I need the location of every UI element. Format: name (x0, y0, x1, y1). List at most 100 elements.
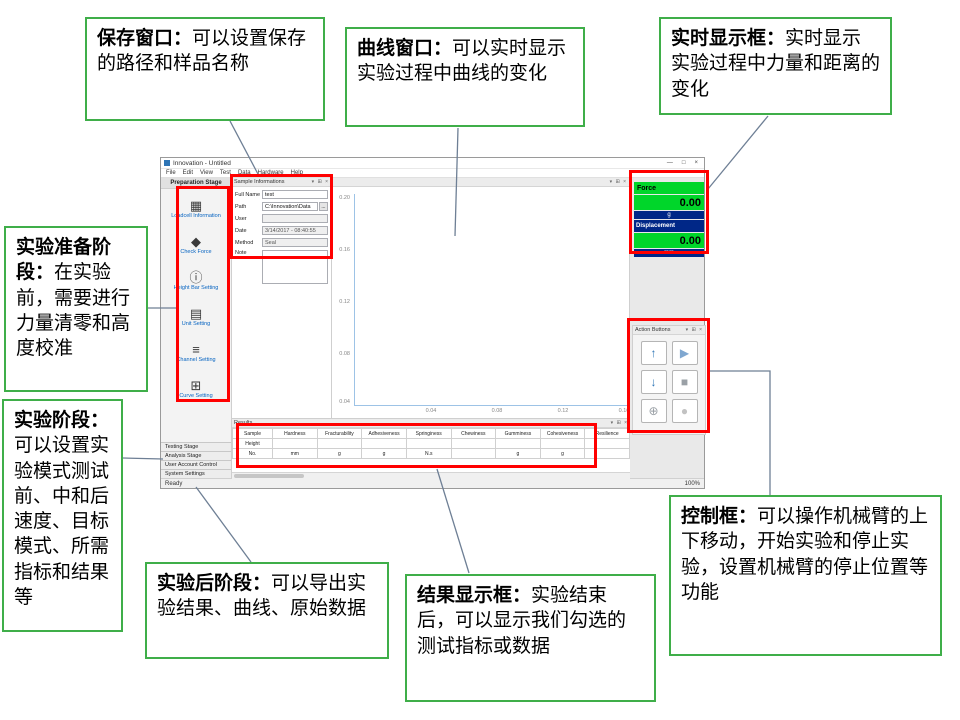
sidebar-item-system-settings[interactable]: System Settings (161, 469, 231, 478)
force-label: Force (634, 182, 704, 194)
field-label: Method (235, 239, 254, 246)
field-label: User (235, 215, 247, 222)
sidebar-item-label: Curve Setting (179, 392, 213, 399)
sidebar-item-channel-setting[interactable]: ≡ Channel Setting (161, 335, 231, 371)
results-cell (584, 448, 630, 459)
callout-term: 控制框： (681, 506, 758, 527)
menu-item-data[interactable]: Data (237, 170, 251, 176)
date-input: 3/14/2017 - 08:40:55 (262, 226, 328, 235)
results-cell: Height (232, 438, 273, 449)
panel-controls-icons[interactable]: ▾ ⊞ × (610, 420, 628, 426)
channel-setting-icon: ≡ (192, 341, 200, 357)
menu-item-help[interactable]: Help (290, 170, 303, 176)
callout-desc: 在实验前，需要进行力量清零和高度校准 (16, 262, 131, 360)
menu-item-hardware[interactable]: Hardware (257, 170, 284, 176)
callout-desc: 可以设置保存的路径和样品名称 (97, 28, 307, 75)
full-name-input[interactable]: test (262, 190, 328, 199)
note-input[interactable] (262, 250, 328, 284)
panel-controls-icons[interactable]: ▾ ⊞ × (609, 179, 627, 185)
user-input[interactable] (262, 214, 328, 223)
sidebar-item-user-account-control[interactable]: User Account Control (161, 460, 231, 469)
results-panel: Results ▾ ⊞ × Sample Hardness Fracturabi… (232, 418, 630, 479)
window-title: Innovation - Untitled (173, 159, 231, 167)
results-header-row: Sample Hardness Fracturability Adhesiven… (232, 428, 630, 439)
callout-save-window: 保存窗口：可以设置保存的路径和样品名称 (85, 17, 325, 121)
column-header: Chewiness (450, 428, 497, 439)
column-header: Hardness (272, 428, 318, 439)
menu-item-file[interactable]: File (166, 170, 176, 176)
menu-item-test[interactable]: Test (219, 170, 231, 176)
callout-desc: 实验结束后，可以显示我们勾选的测试指标或数据 (417, 585, 627, 657)
scrollbar-thumb[interactable] (234, 474, 304, 478)
connector-line (710, 370, 771, 495)
results-cell (495, 438, 541, 449)
panel-controls-icons[interactable]: ▾ ⊞ × (685, 327, 703, 333)
callout-term: 实时显示框： (671, 28, 786, 49)
column-header: Sample (232, 428, 273, 439)
arrow-up-icon: ↑ (650, 346, 657, 360)
maximize-button[interactable]: □ (681, 160, 686, 166)
callout-term: 实验阶段： (14, 410, 110, 431)
sidebar-item-height-setting[interactable]: ⓘ Height Bar Setting (161, 263, 231, 299)
stop-test-button[interactable]: ■ (671, 370, 698, 394)
sidebar-item-label: Unit Setting (181, 320, 211, 327)
connector-line (122, 457, 164, 460)
realtime-display-panel: Force 0.00 g Displacement 0.00 mm (634, 182, 704, 258)
results-cell (450, 438, 497, 449)
method-input: Seal (262, 238, 328, 247)
height-setting-icon: ⓘ (189, 269, 203, 285)
connector-line (195, 486, 252, 563)
displacement-unit: mm (634, 249, 704, 257)
panel-controls-icons[interactable]: ▾ ⊞ × (311, 179, 329, 185)
standby-button[interactable]: ● (671, 399, 698, 423)
sidebar-item-curve-setting[interactable]: ⊞ Curve Setting (161, 371, 231, 407)
menu-item-edit[interactable]: Edit (182, 170, 194, 176)
return-home-button[interactable]: ⊕ (640, 399, 667, 423)
callout-desc: 可以实时显示实验过程中曲线的变化 (357, 38, 567, 85)
force-unit: g (634, 211, 704, 219)
sidebar-item-label: Channel Setting (176, 356, 216, 363)
unit-setting-icon: ▤ (189, 305, 203, 321)
panel-title: Action Buttons (635, 327, 671, 333)
app-body: Preparation Stage ▦ Loadcell Information… (161, 178, 706, 479)
callout-term: 曲线窗口： (357, 38, 453, 59)
x-axis-tick: 0.12 (557, 408, 569, 414)
callout-results-display: 结果显示框：实验结束后，可以显示我们勾选的测试指标或数据 (405, 574, 656, 702)
x-axis-tick: 0.04 (425, 408, 437, 414)
results-table: Sample Hardness Fracturability Adhesiven… (232, 428, 630, 459)
sidebar-item-unit-setting[interactable]: ▤ Unit Setting (161, 299, 231, 335)
close-button[interactable]: × (694, 160, 698, 166)
sidebar-item-testing-stage[interactable]: Testing Stage (161, 442, 231, 451)
minimize-button[interactable]: — (666, 160, 673, 166)
main-area: Sample Informations ▾ ⊞ × Full Name test… (232, 178, 706, 479)
move-up-button[interactable]: ↑ (640, 341, 667, 365)
sidebar: Preparation Stage ▦ Loadcell Information… (161, 178, 232, 478)
start-test-button[interactable]: ▶ (671, 341, 698, 365)
sidebar-item-check-force[interactable]: ◆ Check Force (161, 227, 231, 263)
curve-setting-icon: ⊞ (190, 377, 202, 393)
sidebar-item-analysis-stage[interactable]: Analysis Stage (161, 451, 231, 460)
callout-post-test-stage: 实验后阶段：可以导出实验结果、曲线、原始数据 (145, 562, 389, 659)
displacement-value: 0.00 (634, 233, 704, 248)
field-label: Date (235, 227, 247, 234)
horizontal-scrollbar[interactable] (232, 472, 630, 479)
sidebar-items: ▦ Loadcell Information ◆ Check Force ⓘ H… (161, 189, 231, 442)
column-header: Gumminess (495, 428, 541, 439)
move-down-button[interactable]: ↓ (640, 370, 667, 394)
table-row: No. mm g g N.s g g (232, 448, 630, 459)
sample-informations-panel: Sample Informations ▾ ⊞ × Full Name test… (232, 178, 332, 418)
callout-desc: 可以导出实验结果、曲线、原始数据 (157, 573, 367, 620)
browse-button[interactable]: ... (319, 202, 328, 211)
field-label: Full Name (235, 191, 261, 198)
menu-item-view[interactable]: View (200, 170, 213, 176)
chart-plot-area (354, 194, 628, 406)
path-input[interactable]: C:\Innovation\Data (262, 202, 318, 211)
sidebar-item-loadcell-information[interactable]: ▦ Loadcell Information (161, 191, 231, 227)
action-buttons-panel: Action Buttons ▾ ⊞ × ↑ ▶ ↓ ■ ⊕ ● (632, 325, 706, 435)
results-cell (405, 438, 452, 449)
results-cell (584, 438, 630, 449)
circle-icon: ● (680, 404, 689, 418)
field-note: Note (235, 250, 328, 284)
status-zoom: 100% (684, 480, 700, 487)
